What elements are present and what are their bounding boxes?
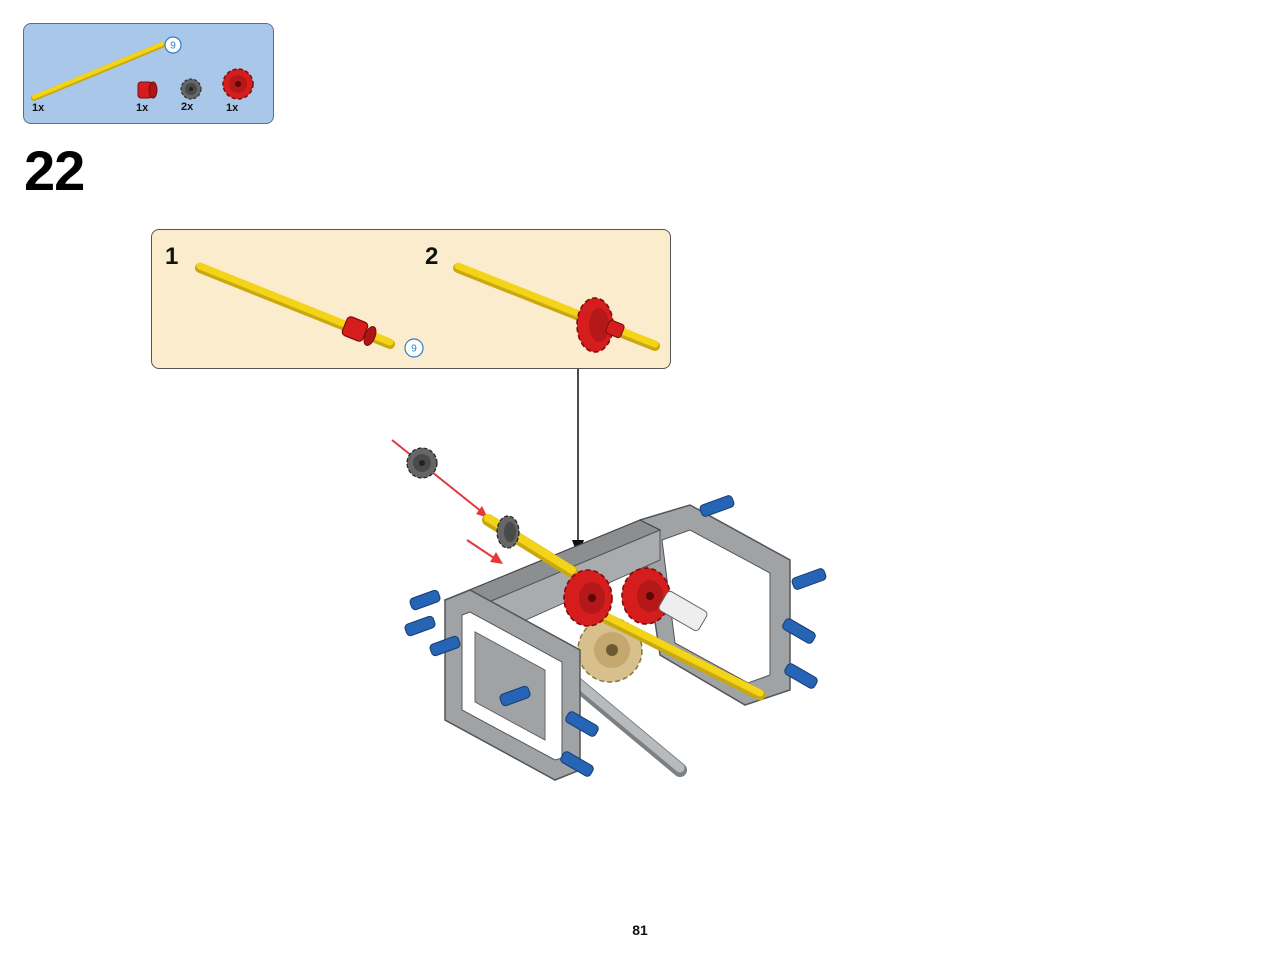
svg-text:9: 9	[411, 344, 417, 355]
parts-list-box: 9 1x 1x 2x 1x	[23, 23, 274, 124]
svg-text:9: 9	[170, 41, 176, 52]
substep-2-red-gear	[576, 297, 625, 353]
substep-1-length-badge: 9	[404, 338, 424, 358]
substep-1-red-bush	[341, 316, 377, 346]
parts-list-illustrations: 9	[31, 36, 254, 101]
qty-dark-gear: 2x	[181, 101, 194, 113]
red-bush-part	[137, 81, 158, 99]
substep-1-number: 1	[165, 243, 179, 270]
qty-red-gear: 1x	[226, 102, 239, 114]
inner-axle	[584, 604, 766, 701]
lower-axle	[565, 673, 687, 777]
axle-dark-gear	[496, 515, 520, 549]
axle-length-badge: 9	[164, 36, 182, 54]
subassembly-connector-arrow	[572, 369, 584, 556]
red-gear-part	[222, 68, 254, 100]
blue-pins	[404, 495, 827, 777]
qty-axle: 1x	[32, 102, 45, 114]
floating-dark-gear	[406, 447, 438, 479]
subassembly-illustrations: 9	[195, 262, 660, 358]
subassembly-box: 1 2 9	[151, 229, 671, 369]
substep-2-number: 2	[425, 243, 439, 270]
red-gear-left	[563, 569, 613, 627]
qty-red-bush: 1x	[136, 102, 149, 114]
front-frame	[444, 589, 581, 781]
page-number: 81	[632, 922, 648, 938]
white-connector	[658, 590, 708, 632]
dark-gear-part	[180, 78, 202, 100]
red-gear-right	[621, 567, 671, 625]
axle-9-part	[31, 42, 165, 101]
step-number: 22	[24, 139, 85, 202]
